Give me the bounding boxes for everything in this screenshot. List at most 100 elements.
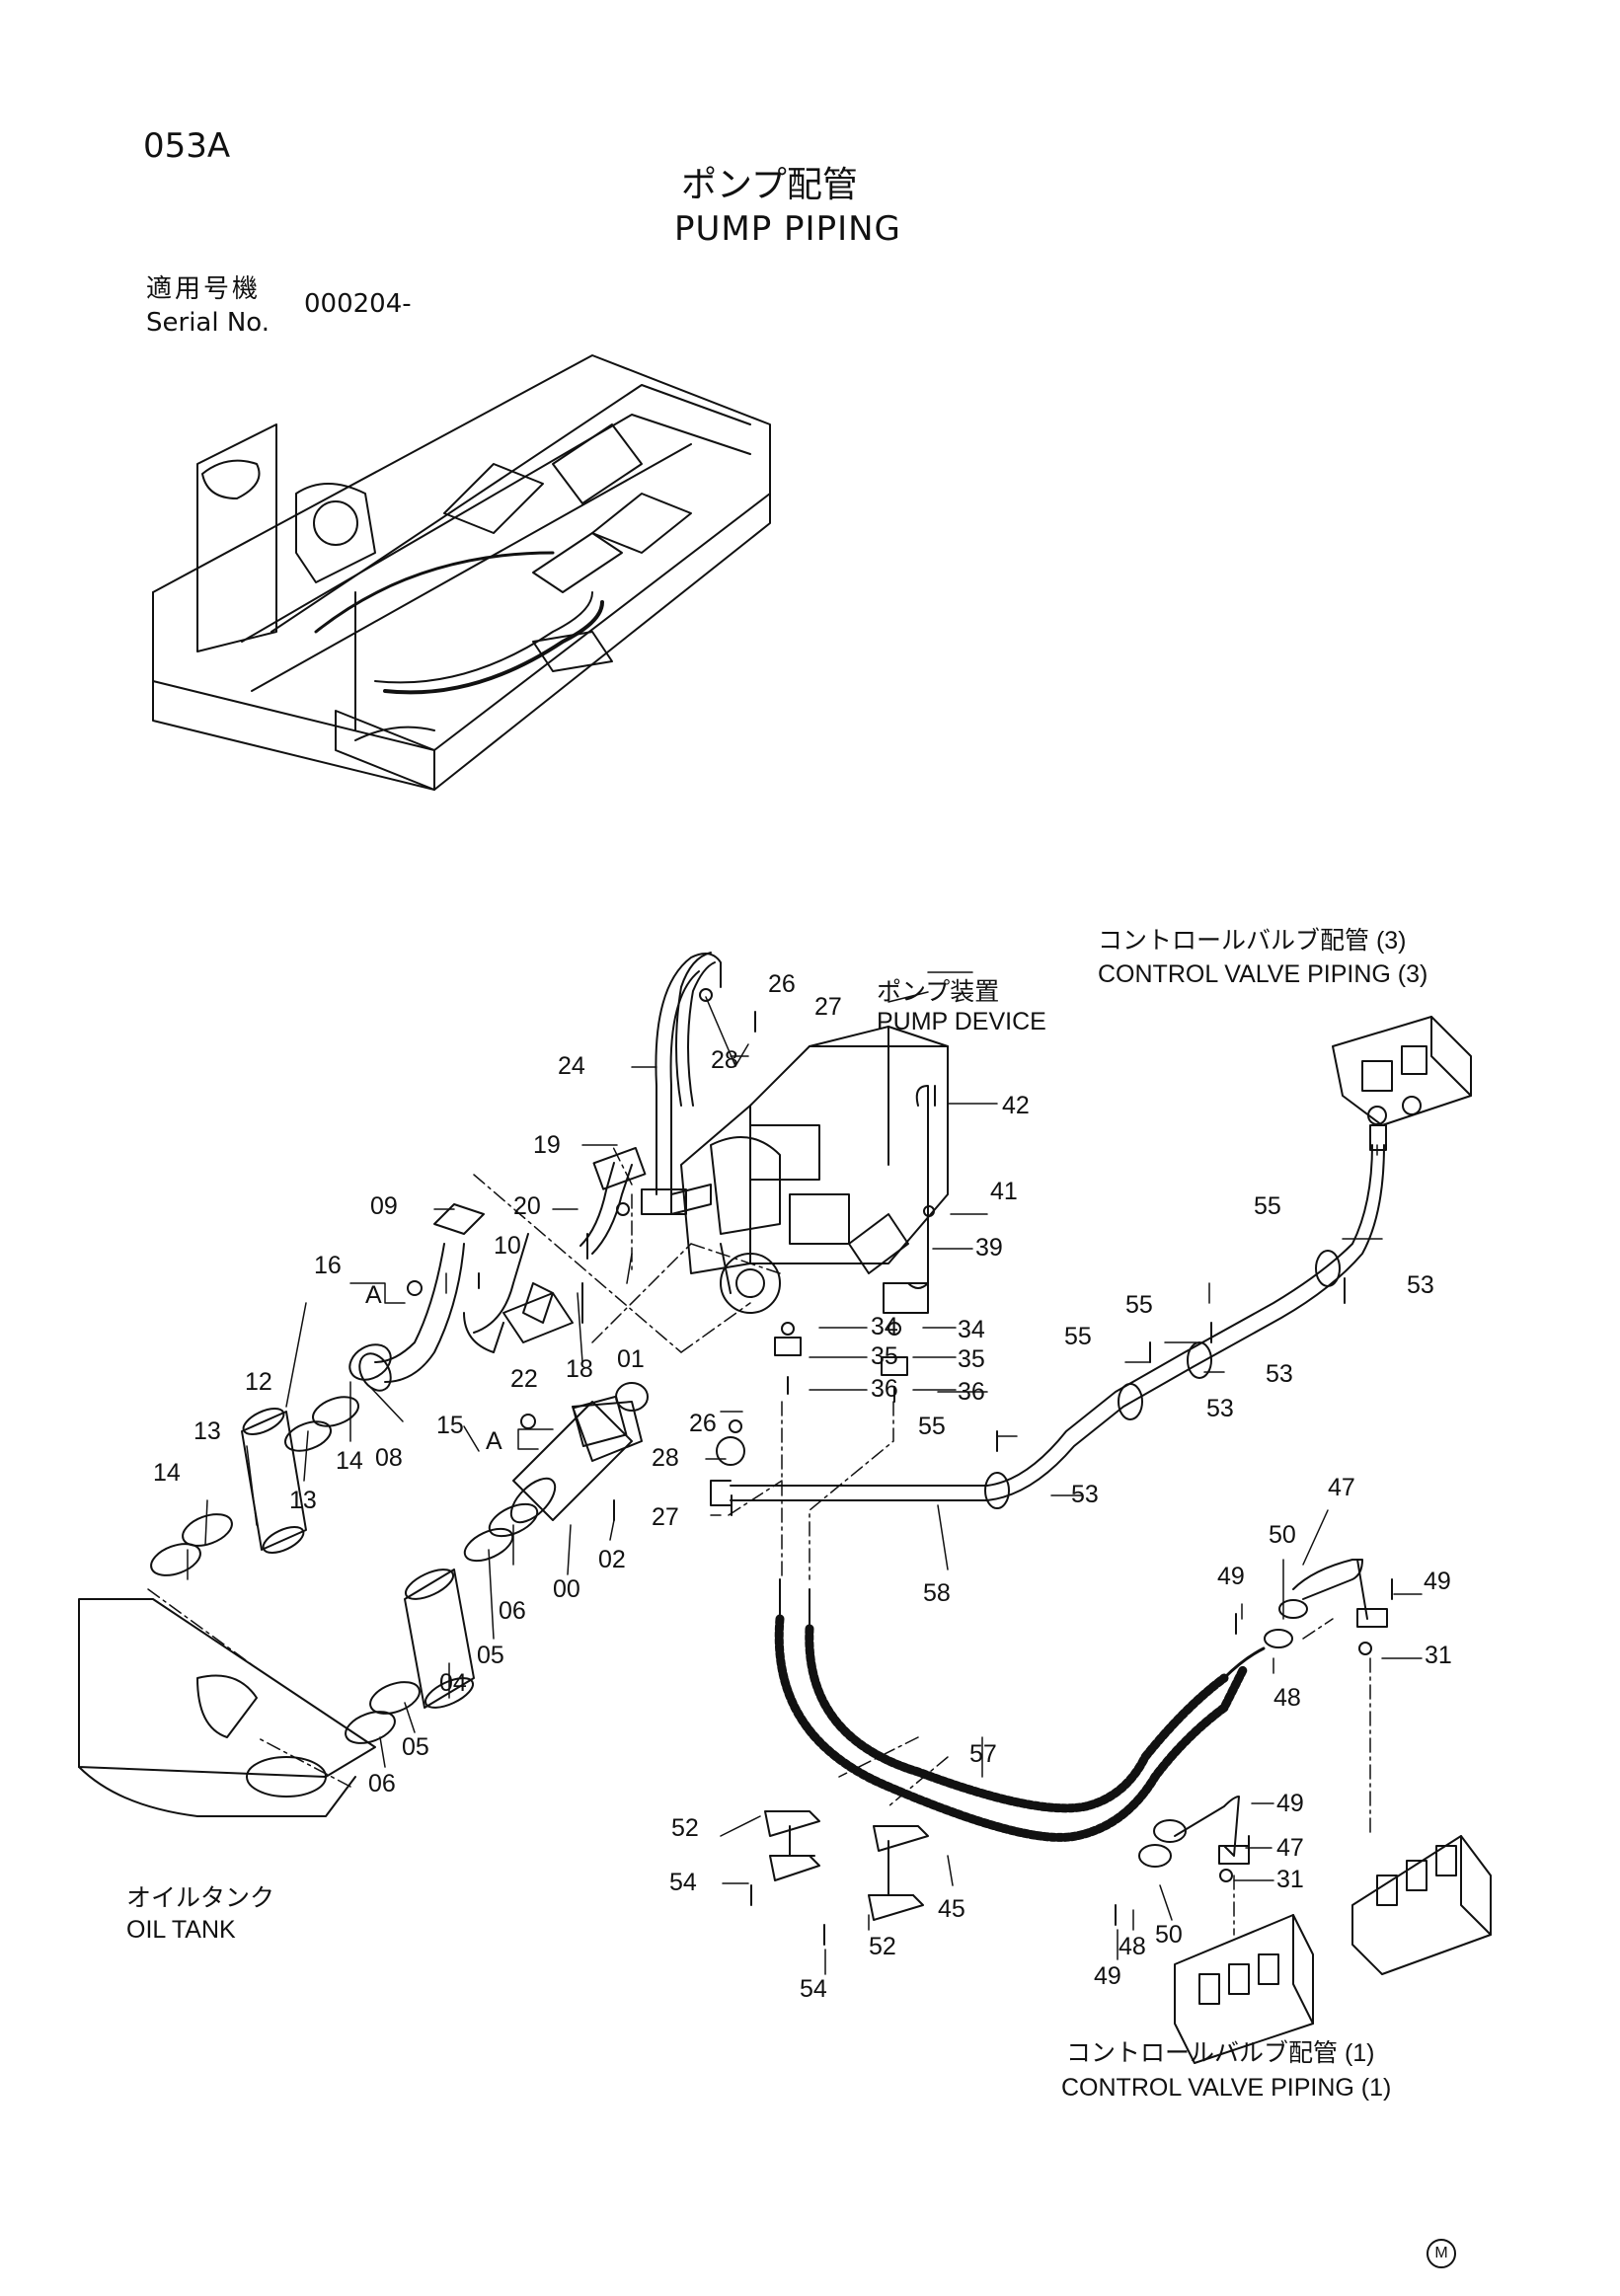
callout-28-lower: 28 (652, 1444, 679, 1472)
callout-53-upper: 53 (1407, 1271, 1434, 1299)
callout-49-upper-left: 49 (1217, 1563, 1245, 1590)
callout-08: 08 (375, 1444, 403, 1472)
callout-14-left: 14 (153, 1459, 181, 1487)
pipes-47-illustration (1138, 1559, 1388, 1868)
callout-47-lower: 47 (1276, 1834, 1304, 1862)
pipe-24-illustration (641, 953, 722, 1215)
callout-41: 41 (990, 1178, 1018, 1205)
callout-13-upper: 13 (193, 1417, 221, 1445)
callout-54-left: 54 (669, 1869, 697, 1896)
reference-lines (147, 1144, 1378, 1936)
callout-58: 58 (923, 1579, 951, 1607)
callout-12: 12 (245, 1368, 272, 1396)
suction-hose-illustration (150, 1343, 539, 1744)
callout-53-low: 53 (1206, 1395, 1234, 1422)
oil-tank-illustration (78, 1598, 376, 1817)
callout-15: 15 (436, 1412, 464, 1439)
callout-10: 10 (494, 1232, 521, 1260)
caption-pump-device-japanese: ポンプ装置 (877, 978, 1000, 1006)
callout-53-bottom: 53 (1071, 1481, 1099, 1508)
callout-20: 20 (513, 1192, 541, 1220)
callout-14-right: 14 (336, 1447, 363, 1475)
callout-00: 00 (553, 1575, 580, 1603)
caption-pump-device-english: PUMP DEVICE (877, 1008, 1046, 1035)
callout-35-left: 35 (871, 1342, 898, 1370)
caption-oil-tank-japanese: オイルタンク (126, 1884, 275, 1912)
callout-42: 42 (1002, 1092, 1030, 1119)
callout-13-lower: 13 (289, 1487, 317, 1514)
callout-27: 27 (814, 993, 842, 1021)
callout-02: 02 (598, 1546, 626, 1573)
callout-27-lower: 27 (652, 1503, 679, 1531)
callout-55-left: 55 (1064, 1323, 1092, 1350)
callout-19: 19 (533, 1131, 561, 1159)
callout-52-left: 52 (671, 1814, 699, 1842)
callout-31-upper: 31 (1425, 1642, 1452, 1669)
serial-number: 000204- (304, 289, 412, 319)
footer-mark-letter: M (1434, 2245, 1448, 2261)
suction-piping-illustration (358, 1146, 647, 1392)
callout-47-upper: 47 (1328, 1474, 1355, 1501)
title-japanese: ポンプ配管 (681, 165, 858, 205)
brackets-52-illustration (764, 1810, 929, 1921)
page-code: 053A (143, 126, 231, 166)
callout-36-left: 36 (871, 1375, 898, 1403)
callout-31-lower: 31 (1276, 1866, 1304, 1893)
callout-53-mid: 53 (1266, 1360, 1293, 1388)
long-hoses-illustration (774, 1578, 1266, 1842)
gasket-01-shape (615, 1382, 649, 1412)
callout-55-mid: 55 (1125, 1291, 1153, 1319)
callout-36-right: 36 (958, 1378, 985, 1406)
machine-overview-illustration (152, 354, 771, 791)
caption-oil-tank-english: OIL TANK (126, 1916, 236, 1944)
callout-50-upper: 50 (1269, 1521, 1296, 1549)
title-english: PUMP PIPING (674, 209, 901, 249)
callout-16: 16 (314, 1252, 342, 1279)
caption-control-valve-1-english: CONTROL VALVE PIPING (1) (1061, 2074, 1392, 2102)
callout-06-upper: 06 (499, 1597, 526, 1625)
callout-57: 57 (969, 1740, 997, 1768)
callout-05-lower: 05 (402, 1733, 429, 1761)
callout-26-lower: 26 (689, 1410, 717, 1437)
callout-09: 09 (370, 1192, 398, 1220)
callout-18: 18 (566, 1355, 593, 1383)
control-valve-3-illustration (1332, 1016, 1472, 1126)
control-valve-1-illustration (1174, 1835, 1492, 2064)
detail-marker-a-upper: A (365, 1281, 382, 1309)
callout-49-upper-right: 49 (1424, 1568, 1451, 1595)
callout-34-right: 34 (958, 1316, 985, 1343)
callout-01: 01 (617, 1345, 645, 1373)
callout-49-lower-left: 49 (1094, 1962, 1121, 1990)
callout-28: 28 (711, 1046, 738, 1074)
caption-control-valve-3-english: CONTROL VALVE PIPING (3) (1098, 960, 1428, 988)
fasteners-illustration (407, 988, 1393, 1946)
callout-48-lower: 48 (1119, 1933, 1146, 1960)
callout-50-lower: 50 (1155, 1921, 1183, 1949)
callout-55-upper: 55 (1254, 1192, 1281, 1220)
caption-control-valve-1-japanese: コントロールバルブ配管 (1) (1066, 2039, 1375, 2067)
callout-04: 04 (439, 1669, 467, 1697)
callout-39: 39 (975, 1234, 1003, 1262)
callout-05-upper: 05 (477, 1642, 504, 1669)
serial-label-english: Serial No. (146, 308, 270, 338)
leader-lines (187, 971, 1423, 1975)
callout-34-left: 34 (871, 1313, 898, 1340)
serial-label-japanese: 適用号機 (146, 274, 262, 304)
callout-45: 45 (938, 1895, 965, 1923)
callout-52-right: 52 (869, 1933, 896, 1960)
suction-pipe-00-illustration (509, 1395, 643, 1524)
detail-marker-a-lower: A (486, 1427, 502, 1455)
callout-26: 26 (768, 970, 796, 998)
callout-55-low: 55 (918, 1413, 946, 1440)
callout-49-lower-right: 49 (1276, 1790, 1304, 1817)
pilot-line-illustration (710, 1124, 1387, 1509)
footer-mark-circle: M (1427, 2239, 1456, 2268)
callout-22: 22 (510, 1365, 538, 1393)
callout-35-right: 35 (958, 1345, 985, 1373)
callout-48-upper: 48 (1273, 1684, 1301, 1712)
pump-device-illustration (670, 952, 949, 1314)
callout-54-right: 54 (800, 1975, 827, 2003)
caption-control-valve-3-japanese: コントロールバルブ配管 (3) (1098, 927, 1407, 955)
